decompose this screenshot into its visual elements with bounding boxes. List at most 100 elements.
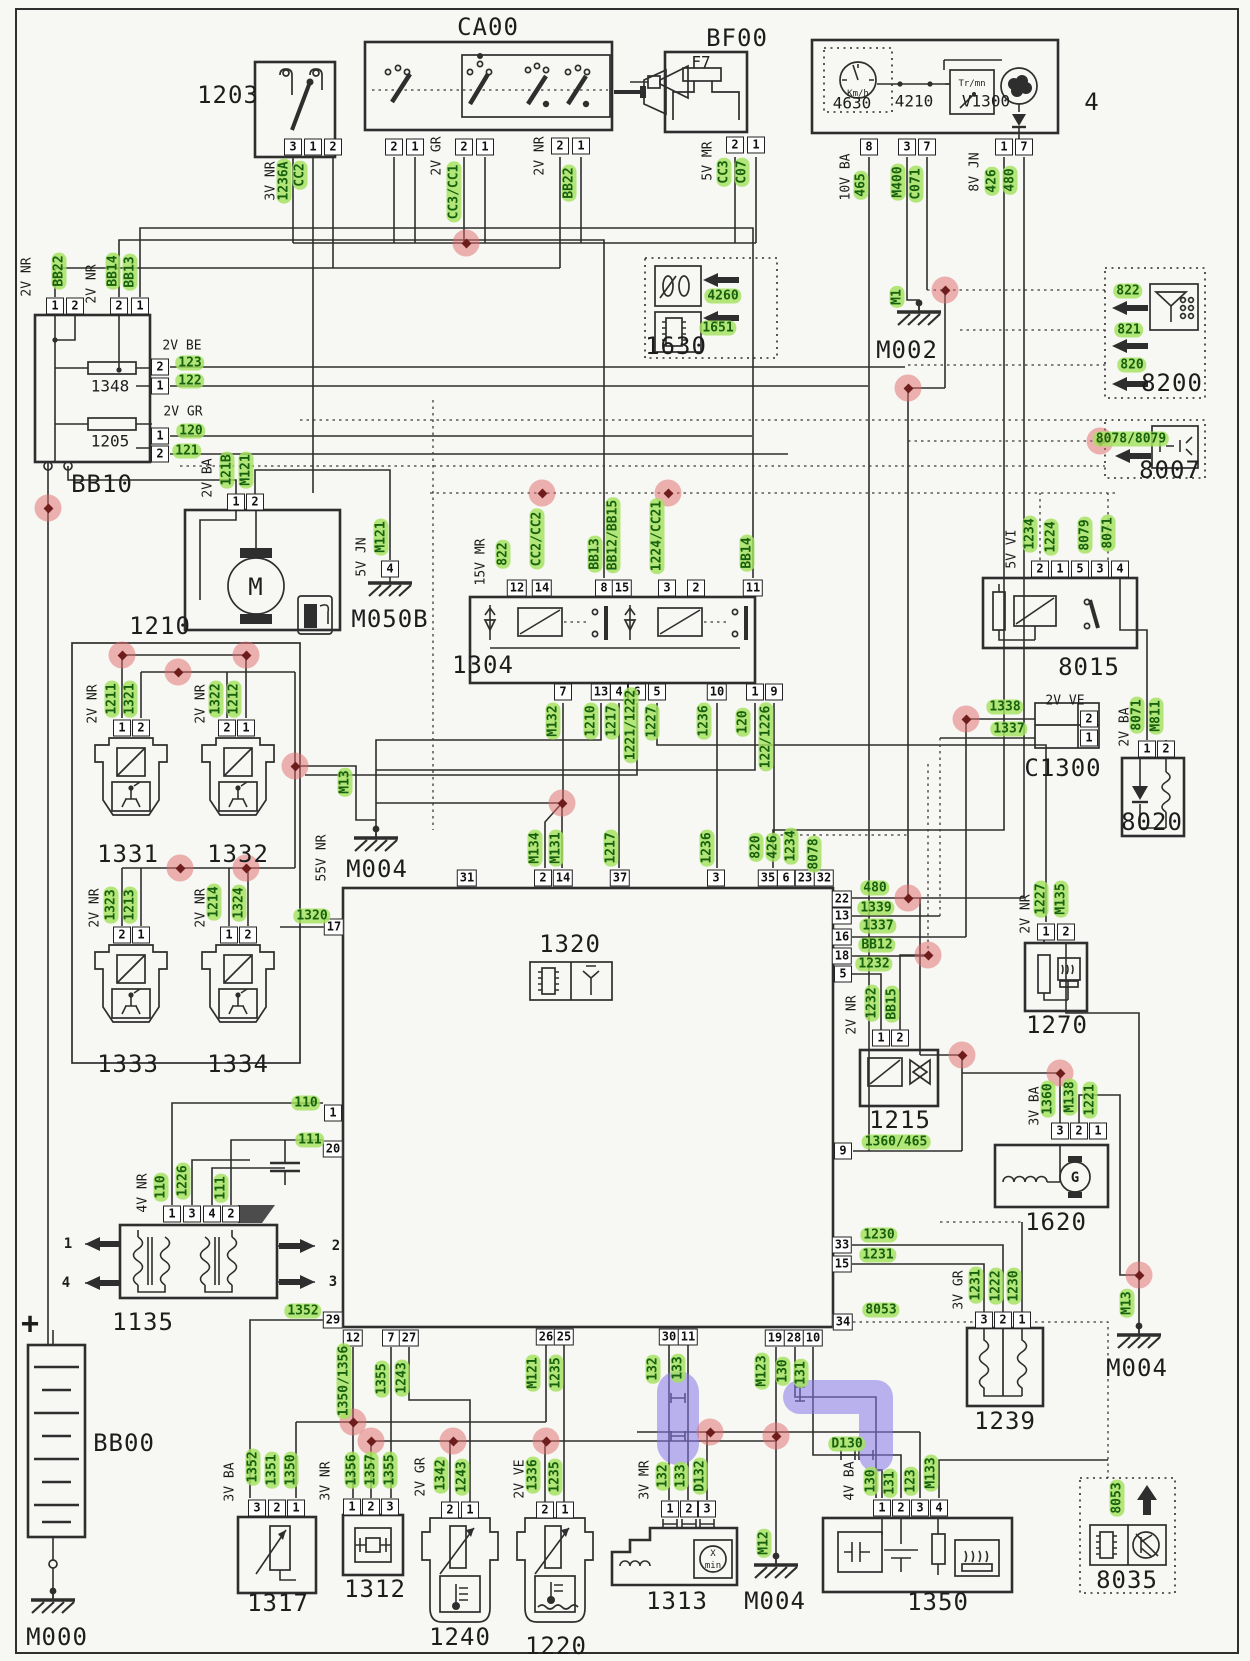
label-132: 132: [655, 1461, 671, 1491]
junction-dot: [548, 789, 576, 817]
label-8200: 8200: [1141, 369, 1203, 397]
label-1230: 1230: [1006, 1267, 1022, 1305]
label-1342: 1342: [433, 1456, 449, 1494]
warning-lamp-icon: [1000, 67, 1038, 141]
label-1338: 1338: [986, 699, 1024, 715]
label-m121: M121: [373, 518, 389, 556]
pin-2: 2: [455, 138, 473, 156]
diode-icon: [1132, 786, 1148, 800]
heater-icon: [954, 1539, 1000, 1577]
label-1337: 1337: [990, 721, 1028, 737]
relay-coil-icon: [623, 605, 748, 640]
label-1270: 1270: [1026, 1011, 1088, 1039]
pin-7: 7: [918, 138, 936, 156]
pin-1: 1: [1051, 560, 1069, 578]
label-2: 2: [331, 1238, 341, 1254]
label-bb22: BB22: [51, 252, 67, 290]
pin-1: 1: [1089, 1122, 1107, 1140]
label-55v-nr: 55V NR: [314, 834, 330, 882]
label-821: 821: [1114, 322, 1144, 338]
label-1360: 1360: [1040, 1080, 1056, 1118]
coolant-icon: [534, 1575, 579, 1613]
label-bb10: BB10: [71, 470, 133, 498]
ic-chip-icon: [1099, 1531, 1114, 1559]
junction-dot: [232, 641, 260, 669]
pin-1: 1: [873, 1499, 891, 1517]
label-465: 465: [853, 170, 869, 200]
pin-13: 13: [831, 907, 853, 925]
tachometer-icon: [949, 69, 995, 115]
label-bb14: BB14: [739, 534, 755, 572]
label-1322: 1322: [208, 680, 224, 718]
label-2v-be: 2V BE: [162, 338, 202, 354]
pin-2: 2: [151, 445, 169, 463]
ic-chip-icon: [662, 317, 686, 347]
junction-dot: [762, 1422, 790, 1450]
component-1220-coolant-temp-sensor: [516, 1517, 594, 1623]
junction-dot: [528, 479, 556, 507]
pin-4: 4: [381, 560, 399, 578]
component-1215-relay: [858, 1048, 940, 1108]
pin-2: 2: [222, 1205, 240, 1223]
junction-dot: [931, 276, 959, 304]
label-2v-gr: 2V GR: [163, 404, 203, 420]
junction-dot: [439, 1427, 467, 1455]
junction-dot: [166, 854, 194, 882]
label-1350-1356: 1350/1356: [336, 1342, 352, 1420]
pin-2: 2: [1157, 740, 1175, 758]
label-m004: M004: [1106, 1354, 1168, 1382]
pin-29: 29: [322, 1311, 344, 1329]
junction-dot: [696, 1418, 724, 1446]
component-8020: [1120, 756, 1186, 838]
label-8071: 8071: [1100, 514, 1116, 552]
injector-icon-1334: [201, 944, 275, 1023]
pin-11: 11: [677, 1328, 699, 1346]
pin-3: 3: [898, 138, 916, 156]
label-1232: 1232: [864, 984, 880, 1022]
label-1317: 1317: [247, 1589, 309, 1617]
pin-1: 1: [113, 719, 131, 737]
pin-26: 26: [535, 1328, 557, 1346]
component-1239: [965, 1326, 1045, 1408]
pin-5: 5: [648, 683, 666, 701]
component-1620: [993, 1143, 1110, 1209]
transistor-icon: [1132, 1531, 1160, 1559]
pin-3: 3: [658, 579, 676, 597]
pin-2: 2: [726, 136, 744, 154]
label-1312: 1312: [344, 1575, 406, 1603]
label-1222: 1222: [988, 1267, 1004, 1305]
label-8053: 8053: [862, 1302, 900, 1318]
pin-1: 1: [406, 138, 424, 156]
pin-2: 2: [246, 493, 264, 511]
junction-dot: [894, 374, 922, 402]
label-1221-1222: 1221/1222: [623, 686, 639, 764]
junction-dot: [532, 1427, 560, 1455]
component-1350: [821, 1518, 1014, 1594]
label-m400: M400: [890, 163, 906, 201]
label-1232: 1232: [855, 956, 893, 972]
component-1203: [253, 60, 337, 159]
thermistor-icon: [544, 1525, 562, 1569]
arrow-icon: [703, 273, 739, 287]
label-min: min: [704, 1561, 722, 1571]
pin-2: 2: [385, 138, 403, 156]
wires: [47, 157, 1167, 1598]
label-bb13: BB13: [587, 535, 603, 573]
pin-8: 8: [860, 138, 878, 156]
pin-1: 1: [343, 1498, 361, 1516]
label-m004: M004: [744, 1587, 806, 1615]
ground-icon-m004-right: [1115, 1320, 1163, 1350]
pin-1: 1: [287, 1499, 305, 1517]
heater-icon: [1057, 957, 1081, 988]
pin-7: 7: [382, 1329, 400, 1347]
pin-28: 28: [783, 1329, 805, 1347]
fuse-icon-1205: [87, 417, 137, 431]
coil-icon: [978, 1328, 1028, 1397]
label-m133: M133: [923, 1454, 939, 1492]
label-820: 820: [748, 832, 764, 862]
label-4: 4: [61, 1275, 71, 1291]
label-2v-nr: 2V NR: [19, 257, 35, 297]
pedal-icon: [659, 275, 690, 299]
junction-dot: [452, 229, 480, 257]
